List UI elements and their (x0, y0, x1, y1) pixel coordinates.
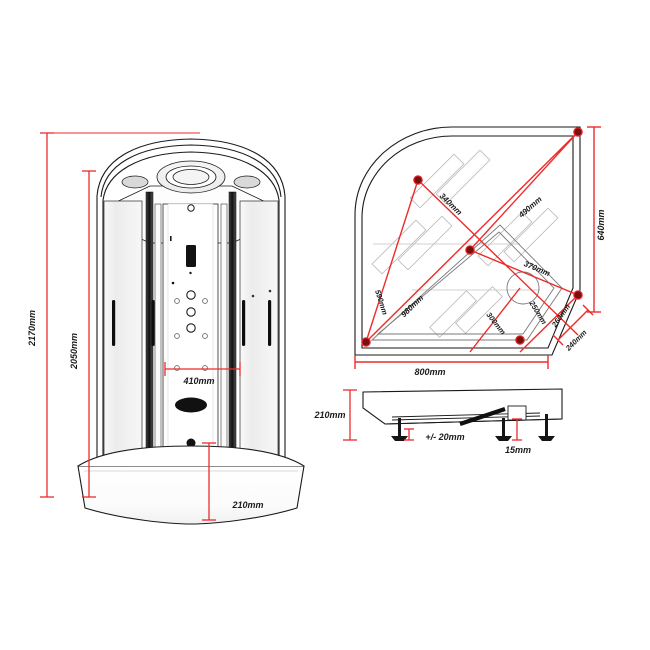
cabin-outline (96, 138, 286, 462)
control-display-icon (186, 245, 196, 267)
dimension-label-800: 800mm (414, 367, 445, 377)
small-jet-icon (202, 298, 208, 304)
body-jet-icon (186, 307, 196, 317)
dimension-label-frame-gap: 15mm (505, 445, 531, 455)
lower-outlet-icon (186, 438, 196, 448)
small-jet-icon (174, 365, 180, 371)
front-elevation-view: 2170mm 2050mm 410mm 210mm (27, 132, 305, 525)
dimension-label-tray-height: 210mm (231, 500, 263, 510)
door-handle-right-icon (242, 300, 246, 346)
plan-dimension-nodes (361, 127, 583, 347)
dimension-label-foot-adjust: +/- 20mm (425, 432, 464, 442)
foot-icon (538, 414, 555, 441)
plan-node (573, 290, 583, 300)
plan-node (361, 337, 371, 347)
dimension-cabin-height (82, 170, 96, 498)
dimension-label-panel-width: 410mm (182, 376, 214, 386)
dimension-label-tray-section-height: 210mm (313, 410, 345, 420)
plan-view: 340mm 490mm 980mm 590mm 370mm 300mm 250m… (354, 126, 606, 377)
tray-support-frame (391, 405, 541, 426)
plan-dimensions (354, 126, 601, 369)
foot-icon (391, 418, 408, 441)
small-jet-icon (174, 298, 180, 304)
body-jet-icon (186, 290, 196, 300)
dimension-label-640: 640mm (596, 209, 606, 240)
shelf-basin-icon (175, 397, 207, 413)
control-panel (162, 203, 272, 463)
dimension-panel-width (164, 362, 241, 376)
plan-node (465, 245, 475, 255)
plan-node (413, 175, 423, 185)
tray-section-profile (362, 388, 563, 425)
plan-node (573, 127, 583, 137)
glass-panels (103, 200, 279, 462)
door-handle-left-icon (151, 300, 155, 346)
door-handle-far-right-icon (268, 300, 272, 346)
overhead-outlet-icon (187, 204, 195, 212)
tray-skirt (77, 445, 305, 525)
ceiling-speaker-right-icon (233, 175, 261, 189)
foot-icon (495, 418, 512, 441)
dimension-label-cabin-height: 2050mm (69, 333, 79, 370)
door-handle-far-left-icon (112, 300, 116, 346)
control-button-icon (189, 271, 192, 275)
tray-section-dimensions (343, 389, 522, 441)
dimension-foot-adjust (404, 428, 414, 441)
adjustable-feet (391, 414, 555, 441)
small-jet-icon (202, 333, 208, 339)
tray-section-view: 210mm +/- 20mm 15mm (313, 388, 563, 455)
plan-node (515, 335, 525, 345)
ceiling-speaker-left-icon (121, 175, 149, 189)
front-elevation-dimensions (40, 132, 241, 521)
dimension-overall-height (40, 132, 200, 498)
dimension-tray-height (202, 442, 216, 521)
dimension-label-overall-height: 2170mm (27, 310, 37, 347)
dimension-frame-gap (512, 418, 522, 441)
small-jet-icon (202, 365, 208, 371)
body-jet-icon (186, 323, 196, 333)
dimension-tray-section-height (343, 389, 357, 441)
small-jet-icon (174, 333, 180, 339)
